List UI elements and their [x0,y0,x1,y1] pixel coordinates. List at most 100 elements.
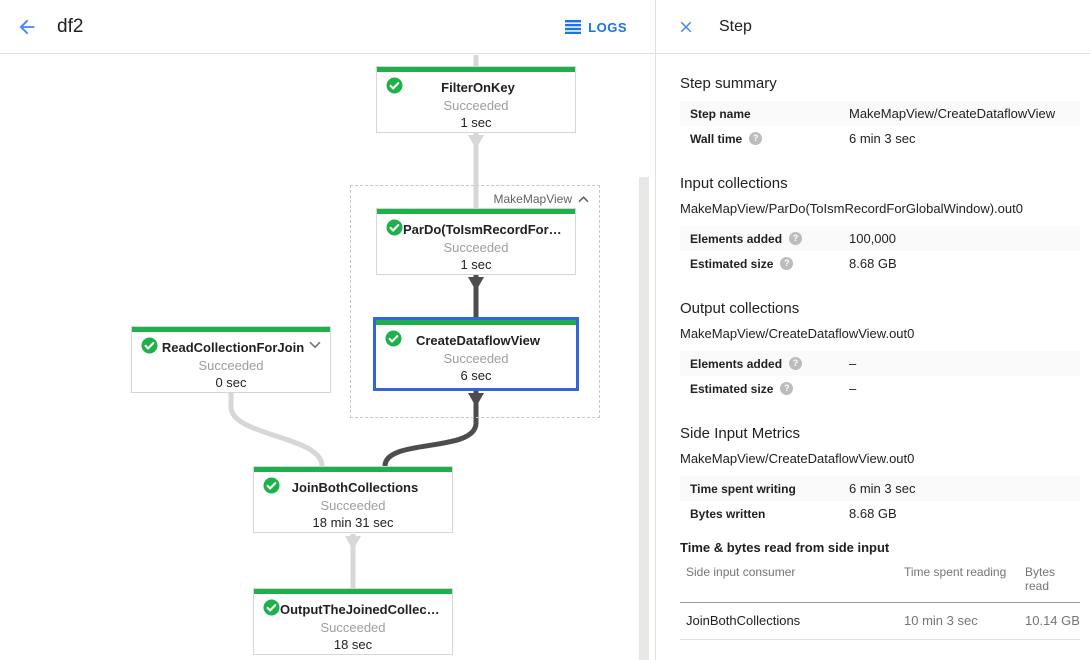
kv-table: Time spent writing 6 min 3 sec Bytes wri… [680,476,1080,526]
kv-label: Estimated size [690,256,774,271]
node-status: Succeeded [198,358,264,373]
node-time: 0 sec [215,375,247,390]
kv-value: – [849,356,857,371]
section-heading: Step summary [680,75,777,92]
node-status: Succeeded [443,351,509,366]
group-label: MakeMapView [493,192,572,206]
node-time: 18 sec [333,637,373,652]
success-check-icon [141,337,158,354]
back-button[interactable] [13,13,41,41]
kv-value: 6 min 3 sec [849,481,916,496]
node-time: 1 sec [460,257,492,272]
help-icon[interactable] [749,132,763,145]
back-arrow-icon [19,19,35,34]
logs-icon [565,20,582,34]
graph-node-joinbothcollections[interactable]: JoinBothCollections Succeeded 18 min 31 … [253,466,453,533]
node-time: 18 min 31 sec [312,515,394,530]
collection-name: MakeMapView/ParDo(ToIsmRecordForGlobalWi… [680,201,1023,216]
collection-name: MakeMapView/CreateDataflowView.out0 [680,451,915,466]
panel-body: Step summary Step name MakeMapView/Creat… [656,54,1090,640]
graph-node-createdataflowview[interactable]: CreateDataflowView Succeeded 6 sec [373,317,579,391]
kv-row-estimated-size: Estimated size – [680,376,1080,401]
kv-label: Time spent writing [690,481,796,496]
kv-label: Bytes written [690,506,766,521]
cell-bytes-read: 10.14 GB [1025,613,1080,628]
node-title: CreateDataflowView [415,333,541,348]
side-input-table-heading: Time & bytes read from side input [680,540,890,555]
kv-label: Step name [690,106,751,121]
help-icon[interactable] [789,357,803,370]
close-icon [680,21,692,32]
kv-value: 100,000 [849,231,896,246]
close-button[interactable] [673,14,699,40]
success-check-icon [385,330,402,347]
section-heading: Input collections [680,175,788,192]
kv-value: 6 min 3 sec [849,131,916,146]
kv-value: 8.68 GB [849,506,897,521]
node-title: FilterOnKey [441,80,515,95]
cell-time-reading: 10 min 3 sec [904,613,978,628]
kv-table: Step name MakeMapView/CreateDataflowView… [680,101,1080,151]
kv-value: – [849,381,857,396]
node-status-bar [254,589,452,594]
kv-label: Estimated size [690,381,774,396]
pipeline-graph: MakeMapView FilterOnKey Succeeded 1 sec … [0,55,655,660]
section-side-input-metrics: Side Input Metrics MakeMapView/CreateDat… [680,425,1080,640]
table-header-row: Side input consumer Time spent reading B… [680,561,1080,603]
kv-row-wall-time: Wall time 6 min 3 sec [680,126,1080,151]
col-side-input-consumer: Side input consumer [686,565,796,579]
kv-label: Wall time [690,131,743,146]
kv-value: 8.68 GB [849,256,897,271]
kv-row-time-spent-writing: Time spent writing 6 min 3 sec [680,476,1080,501]
section-output-collections: Output collections MakeMapView/CreateDat… [680,300,1080,401]
node-status: Succeeded [320,620,386,635]
kv-table: Elements added 100,000 Estimated size 8.… [680,226,1080,276]
node-title: JoinBothCollections [291,480,419,495]
step-details-panel: Step Step summary Step name MakeMapView/… [655,0,1090,660]
kv-value: MakeMapView/CreateDataflowView [849,106,1056,121]
kv-table: Elements added – Estimated size – [680,351,1080,401]
help-icon[interactable] [780,382,794,395]
success-check-icon [263,477,280,494]
col-bytes-read: Bytes read [1025,565,1056,593]
table-row: JoinBothCollections 10 min 3 sec 10.14 G… [680,603,1080,640]
node-status-bar [254,467,452,472]
node-status-bar [377,209,575,214]
kv-row-elements-added: Elements added – [680,351,1080,376]
kv-row-bytes-written: Bytes written 8.68 GB [680,501,1080,526]
panel-header: Step [656,0,1090,54]
node-status-bar [376,320,576,325]
expand-chevron-icon[interactable] [309,341,321,349]
kv-label: Elements added [690,231,783,246]
success-check-icon [263,599,280,616]
graph-node-filteronkey[interactable]: FilterOnKey Succeeded 1 sec [376,66,576,133]
kv-row-elements-added: Elements added 100,000 [680,226,1080,251]
graph-node-readcollectionforjoin[interactable]: ReadCollectionForJoin Succeeded 0 sec [131,326,331,393]
node-status: Succeeded [320,498,386,513]
graph-edges [228,55,484,588]
node-title: OutputTheJoinedCollec… [280,602,440,617]
node-title: ParDo(ToIsmRecordFor… [403,222,562,237]
success-check-icon [386,219,403,236]
graph-node-outputthejoinedcollection[interactable]: OutputTheJoinedCollec… Succeeded 18 sec [253,588,453,655]
section-heading: Output collections [680,300,800,317]
logs-button[interactable]: LOGS [565,0,627,54]
graph-node-pardo[interactable]: ParDo(ToIsmRecordFor… Succeeded 1 sec [376,208,576,275]
help-icon[interactable] [789,232,803,245]
logs-label: LOGS [588,19,627,35]
col-time-spent-reading: Time spent reading [904,565,1007,579]
job-title: df2 [57,15,84,37]
kv-label: Elements added [690,356,783,371]
panel-title: Step [719,17,752,35]
help-icon[interactable] [780,257,794,270]
section-step-summary: Step summary Step name MakeMapView/Creat… [680,75,1080,151]
graph-scrollbar[interactable] [639,177,649,660]
group-toggle[interactable]: MakeMapView [494,192,589,206]
kv-row-step-name: Step name MakeMapView/CreateDataflowView [680,101,1080,126]
kv-row-estimated-size: Estimated size 8.68 GB [680,251,1080,276]
collection-name: MakeMapView/CreateDataflowView.out0 [680,326,915,341]
section-input-collections: Input collections MakeMapView/ParDo(ToIs… [680,175,1080,276]
collapse-caret-icon [578,195,589,202]
node-status-bar [377,67,575,72]
side-input-table: Side input consumer Time spent reading B… [680,561,1080,640]
